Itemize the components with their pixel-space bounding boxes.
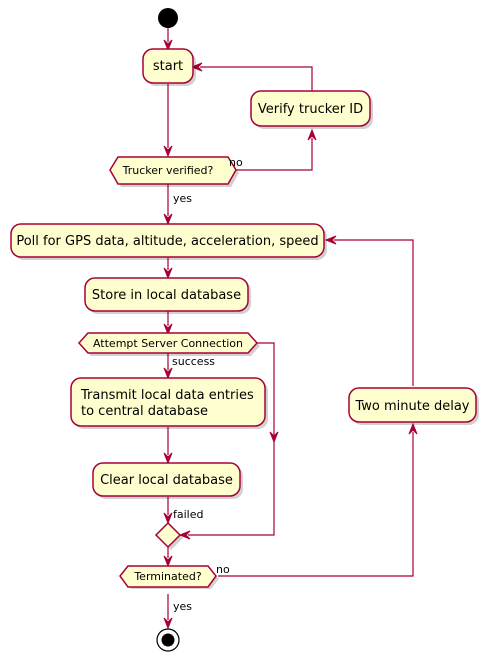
node-transmit: Transmit local data entries to central d… bbox=[70, 377, 268, 429]
arrow-head bbox=[163, 267, 173, 280]
node-clear-local: Clear local database bbox=[92, 462, 243, 499]
arrow-head bbox=[269, 431, 279, 444]
initial-node bbox=[158, 8, 178, 28]
arrow-head bbox=[190, 62, 203, 72]
edge-attempt-failed bbox=[188, 342, 275, 536]
arrow-head bbox=[307, 128, 317, 141]
decision-attempt-connection-label: Attempt Server Connection bbox=[93, 337, 243, 350]
edge-delay-to-poll bbox=[334, 239, 414, 386]
decision-terminated-label: Terminated? bbox=[133, 570, 201, 583]
arrow-head bbox=[163, 213, 173, 226]
node-start-label: start bbox=[153, 59, 183, 74]
edge-terminated-no bbox=[218, 432, 414, 577]
arrow-head bbox=[408, 422, 418, 435]
node-two-minute-delay-label: Two minute delay bbox=[354, 399, 469, 414]
edge-verified-no bbox=[228, 138, 313, 171]
edge-label-verified-yes: yes bbox=[173, 192, 192, 205]
node-poll-gps: Poll for GPS data, altitude, acceleratio… bbox=[10, 223, 327, 260]
decision-terminated: Terminated? bbox=[119, 565, 219, 589]
decision-attempt-connection: Attempt Server Connection bbox=[77, 332, 260, 356]
arrow-head bbox=[178, 530, 191, 540]
edge-label-terminated-yes: yes bbox=[173, 600, 192, 613]
edge-label-failed: failed bbox=[173, 508, 203, 521]
arrow-head bbox=[163, 452, 173, 465]
arrow-head bbox=[163, 39, 173, 52]
node-transmit-label-line2: to central database bbox=[81, 404, 208, 419]
node-two-minute-delay: Two minute delay bbox=[348, 387, 479, 425]
node-clear-local-label: Clear local database bbox=[100, 473, 233, 488]
edge-label-success: success bbox=[172, 355, 215, 368]
final-node bbox=[156, 628, 180, 652]
node-transmit-label-line1: Transmit local data entries bbox=[80, 388, 254, 403]
node-poll-gps-label: Poll for GPS data, altitude, acceleratio… bbox=[16, 234, 318, 249]
arrow-head bbox=[163, 555, 173, 568]
node-store-local: Store in local database bbox=[84, 277, 251, 314]
decision-trucker-verified: Trucker verified? bbox=[109, 156, 239, 187]
edge-label-verified-no: no bbox=[229, 156, 243, 169]
node-verify-trucker-id-label: Verify trucker ID bbox=[258, 102, 363, 117]
arrow-head bbox=[163, 617, 173, 630]
node-store-local-label: Store in local database bbox=[92, 288, 241, 303]
arrow-head bbox=[324, 235, 337, 245]
arrow-head bbox=[163, 512, 173, 525]
edges bbox=[163, 28, 418, 630]
decision-trucker-verified-label: Trucker verified? bbox=[122, 164, 214, 177]
node-start: start bbox=[142, 48, 196, 86]
edge-verify-to-start bbox=[200, 66, 313, 91]
edge-label-terminated-no: no bbox=[216, 563, 230, 576]
merge-node bbox=[154, 521, 183, 550]
arrow-head bbox=[163, 323, 173, 336]
arrow-head bbox=[163, 145, 173, 158]
arrow-head bbox=[163, 367, 173, 380]
node-verify-trucker-id: Verify trucker ID bbox=[250, 90, 373, 129]
